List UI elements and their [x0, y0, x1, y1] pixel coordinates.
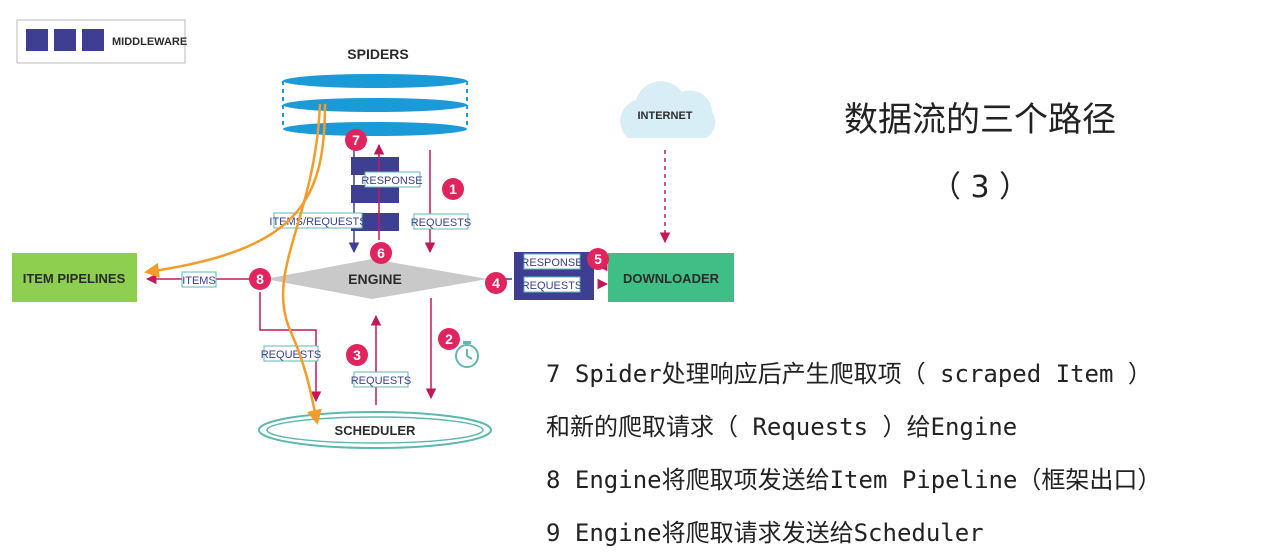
svg-text:2: 2 — [445, 331, 453, 347]
step-7-line-2: 和新的爬取请求（ Requests ）给Engine — [546, 413, 1018, 441]
spiders-label: SPIDERS — [347, 46, 408, 62]
spiders-stack — [282, 74, 468, 136]
svg-text:ENGINE: ENGINE — [348, 271, 402, 287]
svg-text:REQUESTS: REQUESTS — [411, 217, 472, 229]
tag-requests-dl: REQUESTS — [522, 276, 583, 293]
slide-title: 数据流的三个路径 — [844, 100, 1116, 140]
step-8-text: 8 Engine将爬取项发送给Item Pipeline（框架出口） — [546, 466, 1162, 494]
tag-items-requests: ITEMS/REQUESTS — [269, 212, 367, 229]
svg-text:RESPONSE: RESPONSE — [361, 175, 422, 187]
svg-text:DOWNLOADER: DOWNLOADER — [623, 271, 720, 286]
svg-text:ITEMS/REQUESTS: ITEMS/REQUESTS — [269, 216, 366, 228]
engine-node: ENGINE — [265, 259, 488, 299]
slide-subtitle: （ 3 ） — [930, 170, 1030, 205]
legend-swatch — [54, 29, 76, 51]
scheduler-node: SCHEDULER — [258, 411, 492, 449]
svg-text:REQUESTS: REQUESTS — [261, 349, 322, 361]
tag-items: ITEMS — [181, 271, 217, 288]
timer-icon — [455, 341, 479, 368]
svg-text:ITEMS: ITEMS — [182, 275, 216, 287]
tag-requests-left: REQUESTS — [261, 345, 322, 362]
svg-text:5: 5 — [594, 251, 602, 267]
svg-text:REQUESTS: REQUESTS — [351, 375, 412, 387]
svg-text:6: 6 — [377, 245, 385, 261]
tag-response-dl: RESPONSE — [521, 253, 583, 270]
svg-text:4: 4 — [492, 275, 500, 291]
step-badge-7: 7 — [345, 129, 367, 151]
legend-swatch — [26, 29, 48, 51]
legend-label: MIDDLEWARE — [112, 36, 187, 48]
step-badge-8: 8 — [249, 268, 271, 290]
step-badge-6: 6 — [370, 242, 392, 264]
item-pipelines-node: ITEM PIPELINES — [12, 253, 137, 302]
svg-text:RESPONSE: RESPONSE — [521, 257, 582, 269]
step-7-line-1: 7 Spider处理响应后产生爬取项（ scraped Item ） — [546, 360, 1152, 388]
legend: MIDDLEWARE — [16, 19, 187, 64]
tag-response-top: RESPONSE — [361, 171, 423, 188]
svg-text:1: 1 — [449, 181, 457, 197]
step-badge-1: 1 — [442, 178, 464, 200]
tag-requests-sched: REQUESTS — [351, 371, 412, 388]
step-badge-2: 2 — [438, 328, 460, 350]
svg-text:ITEM PIPELINES: ITEM PIPELINES — [23, 271, 126, 286]
svg-text:REQUESTS: REQUESTS — [522, 280, 583, 292]
svg-text:8: 8 — [256, 271, 264, 287]
step-badge-3: 3 — [346, 344, 368, 366]
downloader-node: DOWNLOADER — [608, 253, 734, 302]
svg-text:7: 7 — [352, 132, 360, 148]
internet-cloud: INTERNET — [620, 81, 716, 138]
tag-requests-top: REQUESTS — [411, 213, 472, 230]
svg-text:INTERNET: INTERNET — [638, 110, 693, 122]
step-badge-5: 5 — [587, 248, 609, 270]
scrapy-architecture-diagram: MIDDLEWARE SPIDERS RESPONSE ITEMS/REQUES… — [12, 19, 734, 449]
step-badge-4: 4 — [485, 272, 507, 294]
svg-text:SCHEDULER: SCHEDULER — [335, 423, 417, 438]
svg-text:3: 3 — [353, 347, 361, 363]
step-9-text: 9 Engine将爬取请求发送给Scheduler — [546, 519, 984, 547]
legend-swatch — [82, 29, 104, 51]
spider-middleware — [351, 157, 399, 231]
